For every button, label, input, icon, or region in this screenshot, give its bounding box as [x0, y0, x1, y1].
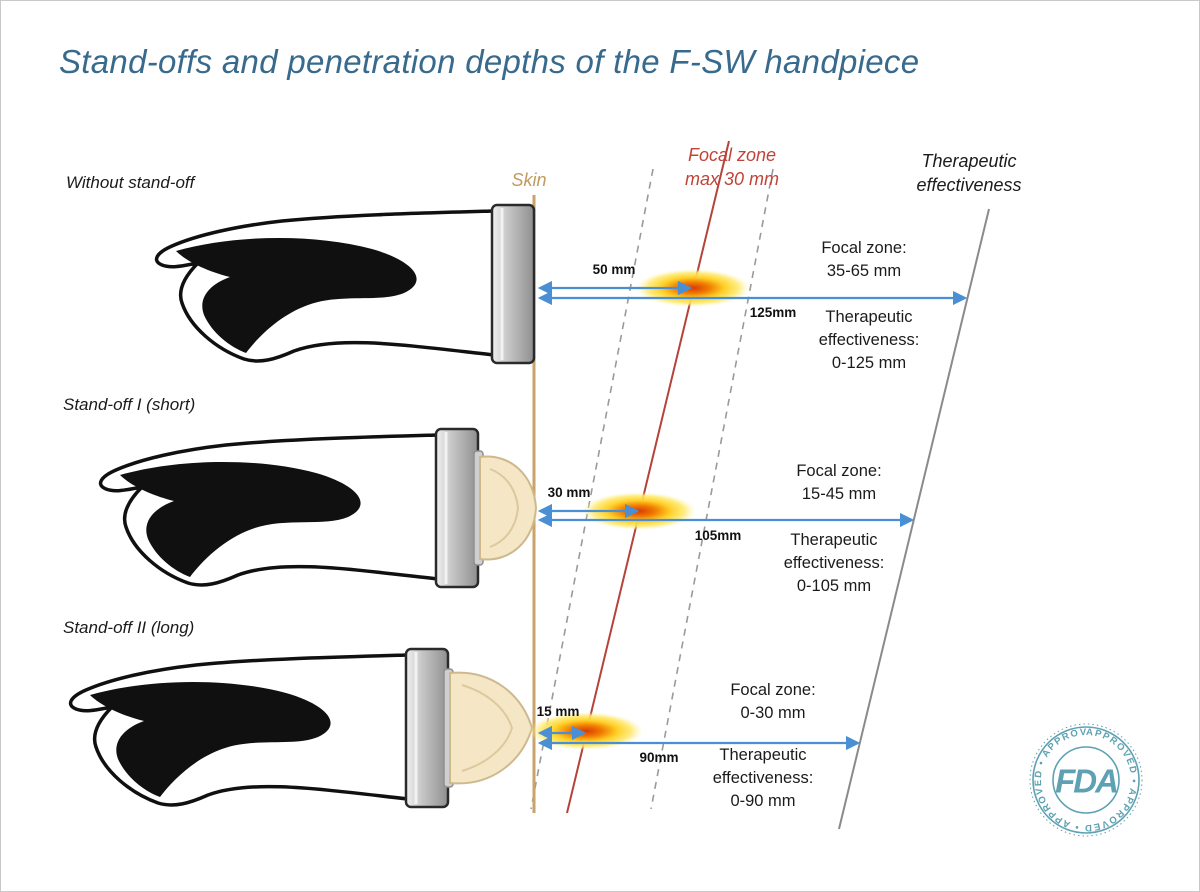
therapeutic-line2: effectiveness:	[712, 769, 814, 787]
standoff-long-cone	[449, 671, 534, 785]
far-distance-row1: 125mm	[749, 305, 797, 320]
skin-label: Skin	[511, 170, 547, 190]
badge-outer-ring	[1032, 726, 1140, 834]
focal-zone-legend-line2: max 30 mm	[684, 169, 780, 189]
focal-zone-range: 0-30 mm	[740, 704, 806, 722]
focal-zone-title: Focal zone:	[730, 681, 816, 699]
row-label-standoff-2: Stand-off II (long)	[63, 618, 195, 637]
therapeutic-line1: Therapeutic	[825, 308, 913, 326]
therapeutic-annotation-row2: Therapeutic effectiveness: 0-105 mm	[784, 529, 885, 598]
therapeutic-legend-line2: effectiveness	[916, 175, 1022, 195]
therapeutic-line1: Therapeutic	[719, 746, 807, 764]
near-distance-row1: 50 mm	[592, 262, 636, 277]
therapeutic-line2: effectiveness:	[818, 331, 920, 349]
near-distance-row2: 30 mm	[547, 485, 591, 500]
badge-outer-dotted-ring	[1029, 723, 1143, 837]
focal-zone-range: 15-45 mm	[801, 485, 877, 503]
near-distance-row3: 15 mm	[536, 704, 580, 719]
focal-zone-legend: Focal zone max 30 mm	[685, 143, 779, 191]
far-distance-row2: 105mm	[694, 528, 742, 543]
standoff-ripple	[461, 684, 514, 772]
focal-zone-center-line	[566, 140, 730, 814]
measurement-arrows	[537, 280, 968, 751]
row-label-standoff-1: Stand-off I (short)	[63, 395, 196, 414]
therapeutic-range: 0-105 mm	[796, 577, 872, 595]
focal-zone-annotation-row1: Focal zone: 35-65 mm	[821, 237, 906, 283]
focal-zone-range: 35-65 mm	[826, 262, 902, 280]
therapeutic-range: 0-90 mm	[730, 792, 796, 810]
badge-inner-ring	[1052, 746, 1120, 814]
far-distance-row3: 90mm	[639, 750, 679, 765]
therapeutic-range: 0-125 mm	[831, 354, 907, 372]
focal-zone-annotation-row3: Focal zone: 0-30 mm	[730, 679, 815, 725]
therapeutic-legend-line1: Therapeutic	[921, 151, 1017, 171]
page-title: Stand-offs and penetration depths of the…	[59, 43, 920, 80]
therapeutic-line1: Therapeutic	[790, 531, 878, 549]
therapeutic-legend: Therapeutic effectiveness	[916, 149, 1021, 197]
badge-fda-label: FDA	[1055, 763, 1117, 800]
therapeutic-annotation-row1: Therapeutic effectiveness: 0-125 mm	[819, 306, 920, 375]
handpiece-without-standoff	[154, 203, 536, 365]
focal-zone-left-boundary-line	[530, 168, 654, 810]
therapeutic-line2: effectiveness:	[783, 554, 885, 572]
handpiece-standoff-1-short	[98, 427, 538, 589]
focal-zone-annotation-row2: Focal zone: 15-45 mm	[796, 460, 881, 506]
focal-zone-legend-line1: Focal zone	[687, 145, 777, 165]
standoff-short-cone	[479, 455, 538, 561]
focal-zone-title: Focal zone:	[796, 462, 882, 480]
row-label-without-standoff: Without stand-off	[66, 173, 195, 192]
fda-approved-badge: APPROVED • APPROVED • APPROVED • APPROVE…	[1029, 723, 1143, 837]
focal-zone-right-boundary-line	[650, 168, 774, 810]
standoff-ripple	[489, 468, 520, 548]
handpiece-standoff-2-long	[68, 647, 534, 809]
therapeutic-annotation-row3: Therapeutic effectiveness: 0-90 mm	[713, 744, 814, 813]
focal-zone-title: Focal zone:	[821, 239, 907, 257]
